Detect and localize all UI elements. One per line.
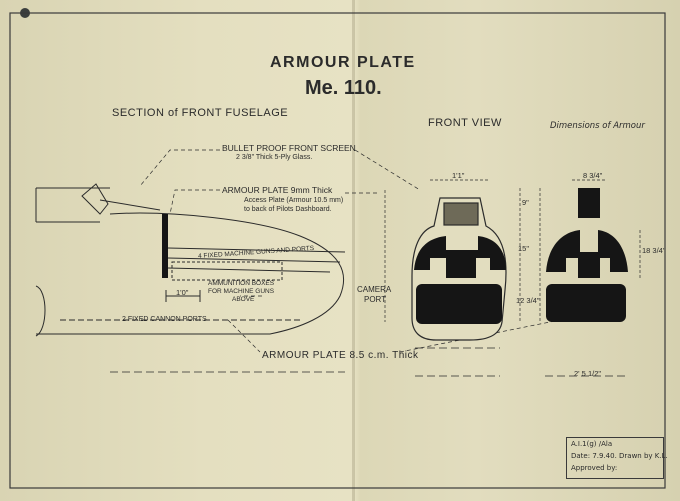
dim-armour-lower	[546, 284, 626, 322]
drawing-subtitle: Me. 110.	[305, 77, 382, 99]
armour-dimensions-view	[546, 188, 628, 322]
dimension-chains	[110, 347, 625, 377]
leader-lines	[139, 149, 561, 353]
ammo-box	[171, 261, 283, 281]
dimensions-label: Dimensions of Armour	[550, 121, 645, 131]
front-view-label: FRONT VIEW	[428, 117, 502, 129]
canopy-frame	[81, 183, 109, 215]
callout-bullet-proof-detail: 2 3/8" Thick 5-Ply Glass.	[236, 154, 313, 161]
front-view	[411, 197, 507, 341]
callout-ammo-3: ABOVE	[232, 296, 255, 303]
lower-hull-arc	[35, 285, 46, 337]
section-label: SECTION of FRONT FUSELAGE	[112, 107, 289, 119]
callout-access-plate-detail: to back of Pilots Dashboard.	[244, 206, 332, 213]
callout-camera: CAMERA	[357, 285, 392, 294]
dim-label-1-1: 1'1"	[452, 171, 465, 180]
dim-armour-top	[578, 188, 600, 218]
callout-armour-9mm: ARMOUR PLATE 9mm Thick	[222, 185, 333, 195]
dim-label-12-3-4: 12 3/4"	[516, 296, 540, 305]
callout-ammo-1: AMMUNITION BOXES	[208, 280, 275, 287]
callout-ammo-2: FOR MACHINE GUNS	[208, 288, 275, 295]
paper-fold	[352, 0, 355, 501]
gun-barrel-3	[167, 267, 331, 273]
drawing-title: ARMOUR PLATE	[270, 54, 416, 71]
dim-label-2-5-1-2: 2' 5 1/2"	[574, 369, 602, 378]
stamp-line-1: A.I.1(g) /Ala	[571, 440, 613, 448]
callout-access-plate: Access Plate (Armour 10.5 mm)	[244, 197, 344, 204]
front-armour-lower	[416, 284, 502, 324]
gun-barrel-1	[167, 247, 346, 253]
front-armour-upper	[414, 236, 506, 278]
stamp-line-3: Approved by:	[571, 464, 618, 472]
gun-barrel-2	[167, 257, 341, 263]
armour-dim-lines	[384, 179, 641, 322]
callout-bullet-proof: BULLET PROOF FRONT SCREEN	[222, 143, 356, 153]
dim-armour-mid	[546, 230, 628, 278]
approval-stamp: A.I.1(g) /Ala Date: 7.9.40. Drawn by K.L…	[566, 437, 668, 479]
windscreen-line	[99, 199, 161, 211]
stamp-line-2: Date: 7.9.40. Drawn by K.L.	[571, 452, 668, 460]
dim-label-8-3-4: 8 3/4"	[583, 171, 603, 180]
dim-label-1-0: 1'0"	[176, 288, 189, 297]
dim-label-9: 9"	[522, 198, 529, 207]
dim-label-15: 15"	[518, 244, 530, 253]
front-screen	[443, 202, 479, 226]
fuselage-section	[35, 183, 346, 337]
sheet-border	[9, 12, 666, 489]
nose-profile	[60, 212, 345, 335]
callout-cannon-ports: 2 FIXED CANNON PORTS	[122, 316, 207, 323]
armour-plate-9mm	[162, 214, 168, 278]
dim-label-18-3-4: 18 3/4"	[642, 246, 666, 255]
callout-camera-port: PORT	[364, 295, 387, 304]
callout-armour-85cm: ARMOUR PLATE 8.5 c.m. Thick	[262, 350, 419, 361]
